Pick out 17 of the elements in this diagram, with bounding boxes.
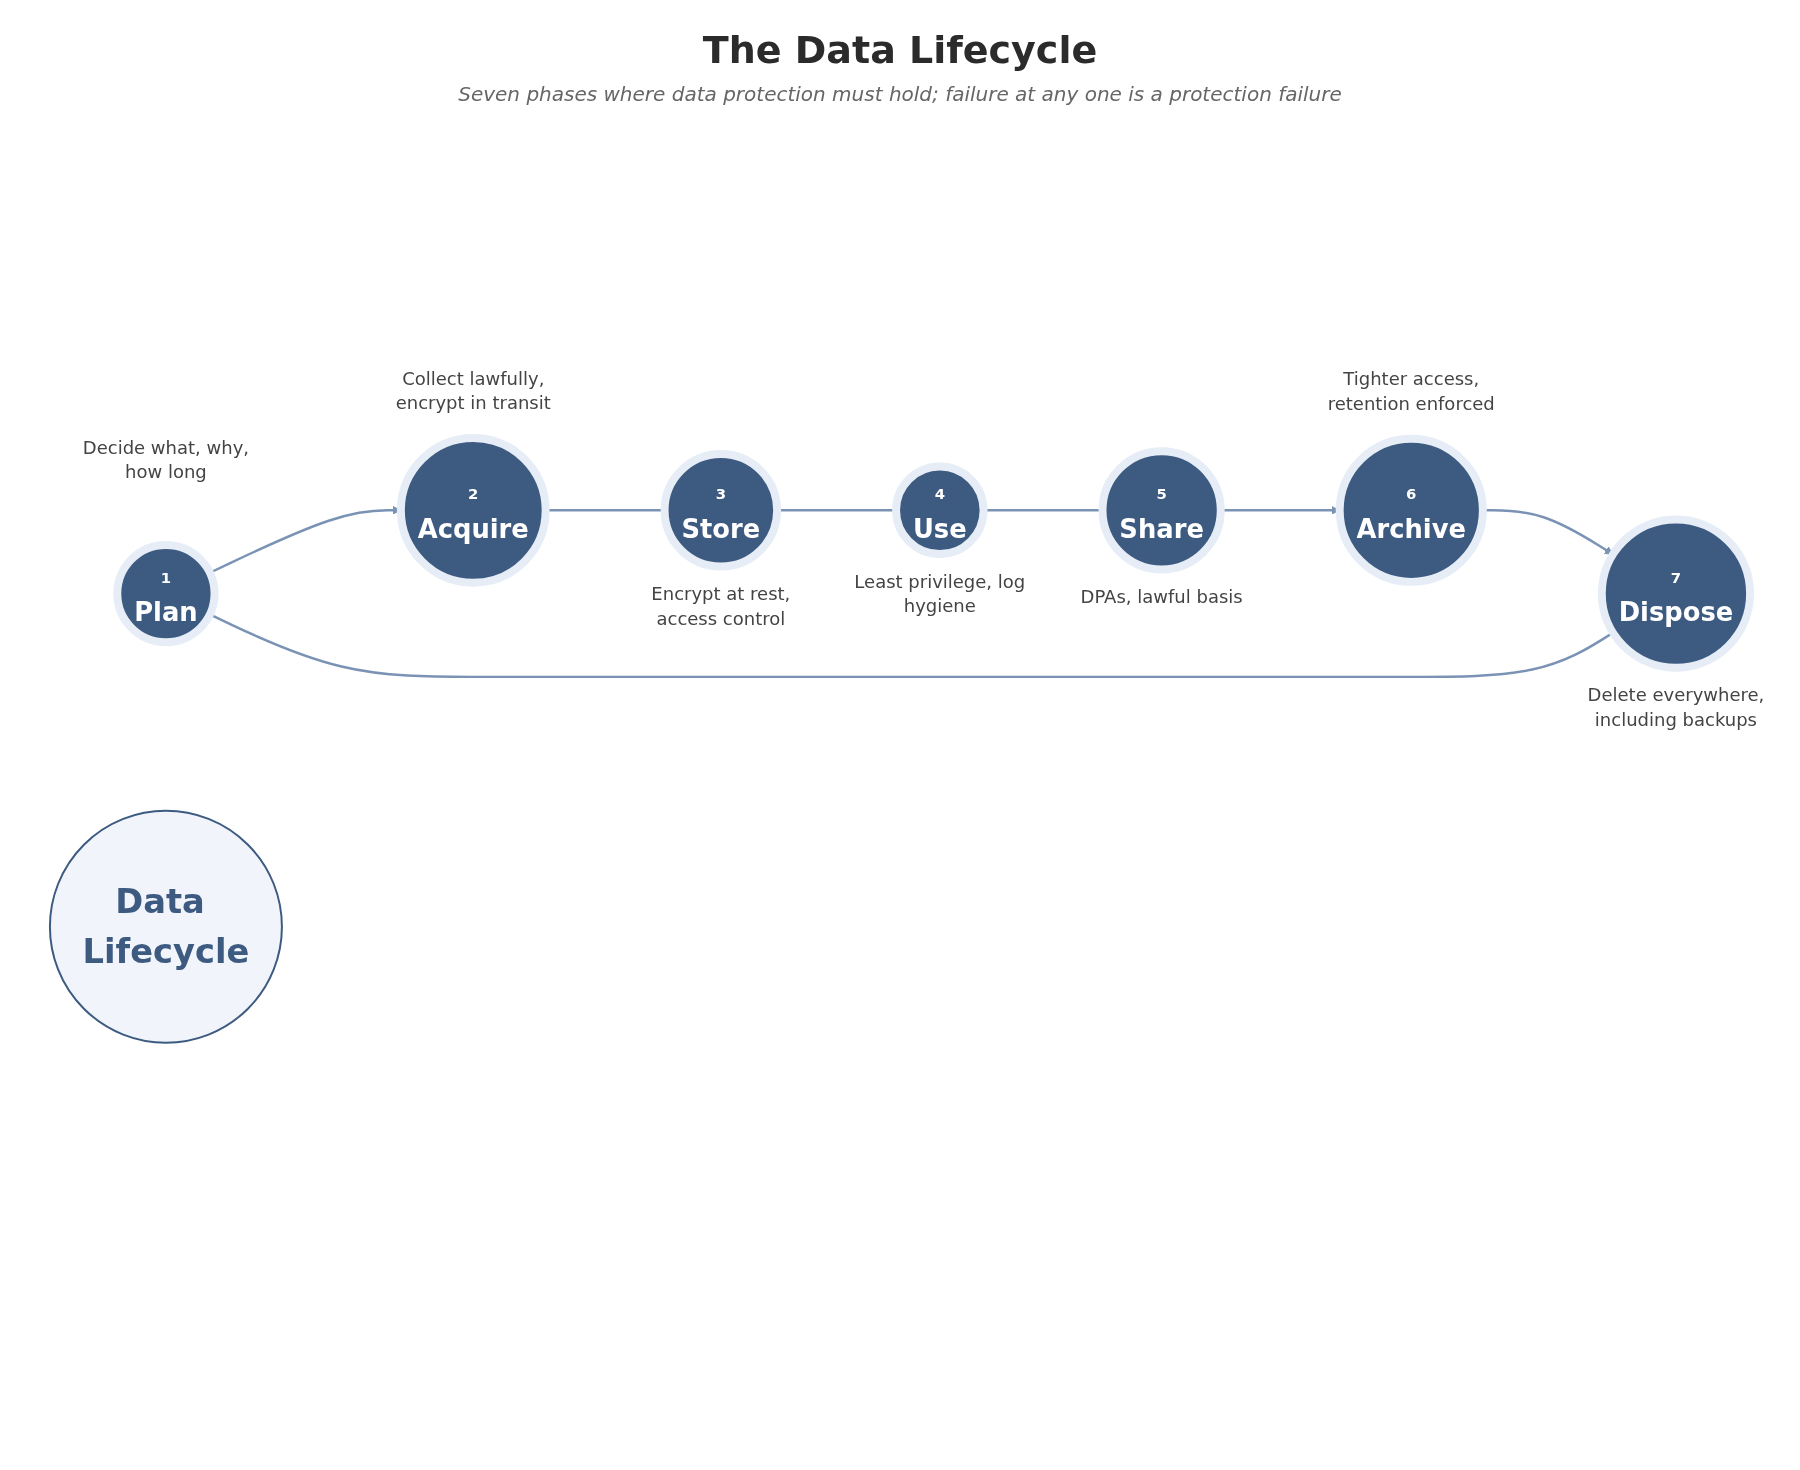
annotation-text: Delete everywhere, including backups <box>1586 683 1766 732</box>
annotation-text: Collect lawfully, encrypt in transit <box>394 366 552 415</box>
annotation-text: Encrypt at rest, access control <box>650 582 792 631</box>
node-circle: 4 Use <box>892 462 988 558</box>
diagram-title: The Data Lifecycle <box>702 28 1098 72</box>
annotation-text: DPAs, lawful basis <box>1079 585 1244 610</box>
node-circle: 7 Dispose <box>1597 515 1755 672</box>
node-circle: 3 Store <box>660 449 782 571</box>
node-circle: 5 Share <box>1098 446 1225 574</box>
diagram-subtitle: Seven phases where data protection must hold; failure at any one is a protection failure <box>458 82 1342 106</box>
node-circle: 2 Acquire <box>396 433 550 587</box>
node-circle: 6 Archive <box>1335 434 1487 586</box>
annotation-text: Tighter access, retention enforced <box>1326 367 1496 416</box>
node-circle: Data Lifecycle <box>48 809 283 1044</box>
annotation-text: Decide what, why, how long <box>81 435 250 484</box>
node-circle: 1 Plan <box>113 540 219 646</box>
annotation-text: Least privilege, log hygiene <box>853 569 1027 618</box>
